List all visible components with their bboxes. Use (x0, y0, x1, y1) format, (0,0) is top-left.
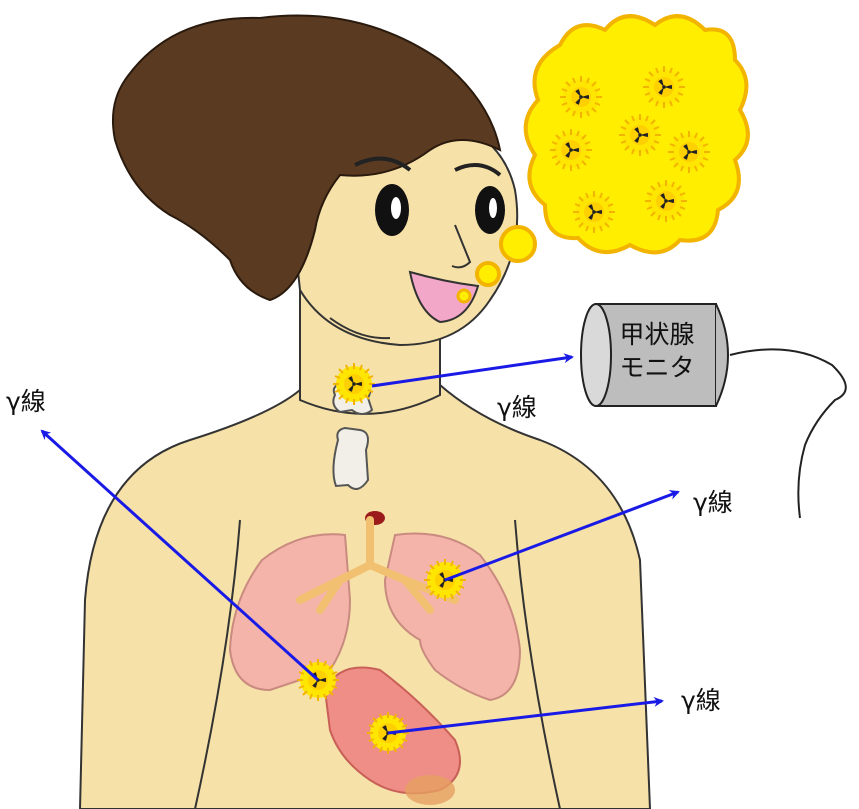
eye-left-shine (391, 197, 401, 219)
thyroid-monitor-label: 甲状腺 モニタ (607, 318, 707, 384)
cloud-radiation-icon (573, 191, 615, 233)
inhale-bubble-large (501, 227, 535, 261)
thyroid-monitor-label-line1: 甲状腺 (607, 318, 707, 351)
eye-right-shine (489, 198, 497, 218)
cloud-radiation-icon (643, 66, 685, 108)
monitor-cable (730, 349, 846, 518)
cloud-radiation-icon (668, 131, 710, 173)
thyroid-radiation-icon (333, 363, 375, 405)
cloud-radiation-icon (550, 129, 592, 171)
gamma-label-monitor: γ線 (497, 395, 537, 420)
cloud-radiation-icon (560, 76, 602, 118)
larynx (333, 428, 368, 489)
cloud-radiation-icon (619, 114, 661, 156)
thyroid-monitor-label-line2: モニタ (607, 351, 707, 384)
thyroid-monitor-back (716, 304, 728, 406)
gamma-label-stomach: γ線 (681, 688, 721, 713)
inhale-bubble-small (458, 290, 470, 302)
gamma-label-left: γ線 (6, 389, 46, 414)
gamma-label-lung: γ線 (693, 490, 733, 515)
inhale-bubble-medium (477, 263, 499, 285)
stomach-lower (405, 775, 455, 805)
cloud-radiation-icon (645, 180, 687, 222)
